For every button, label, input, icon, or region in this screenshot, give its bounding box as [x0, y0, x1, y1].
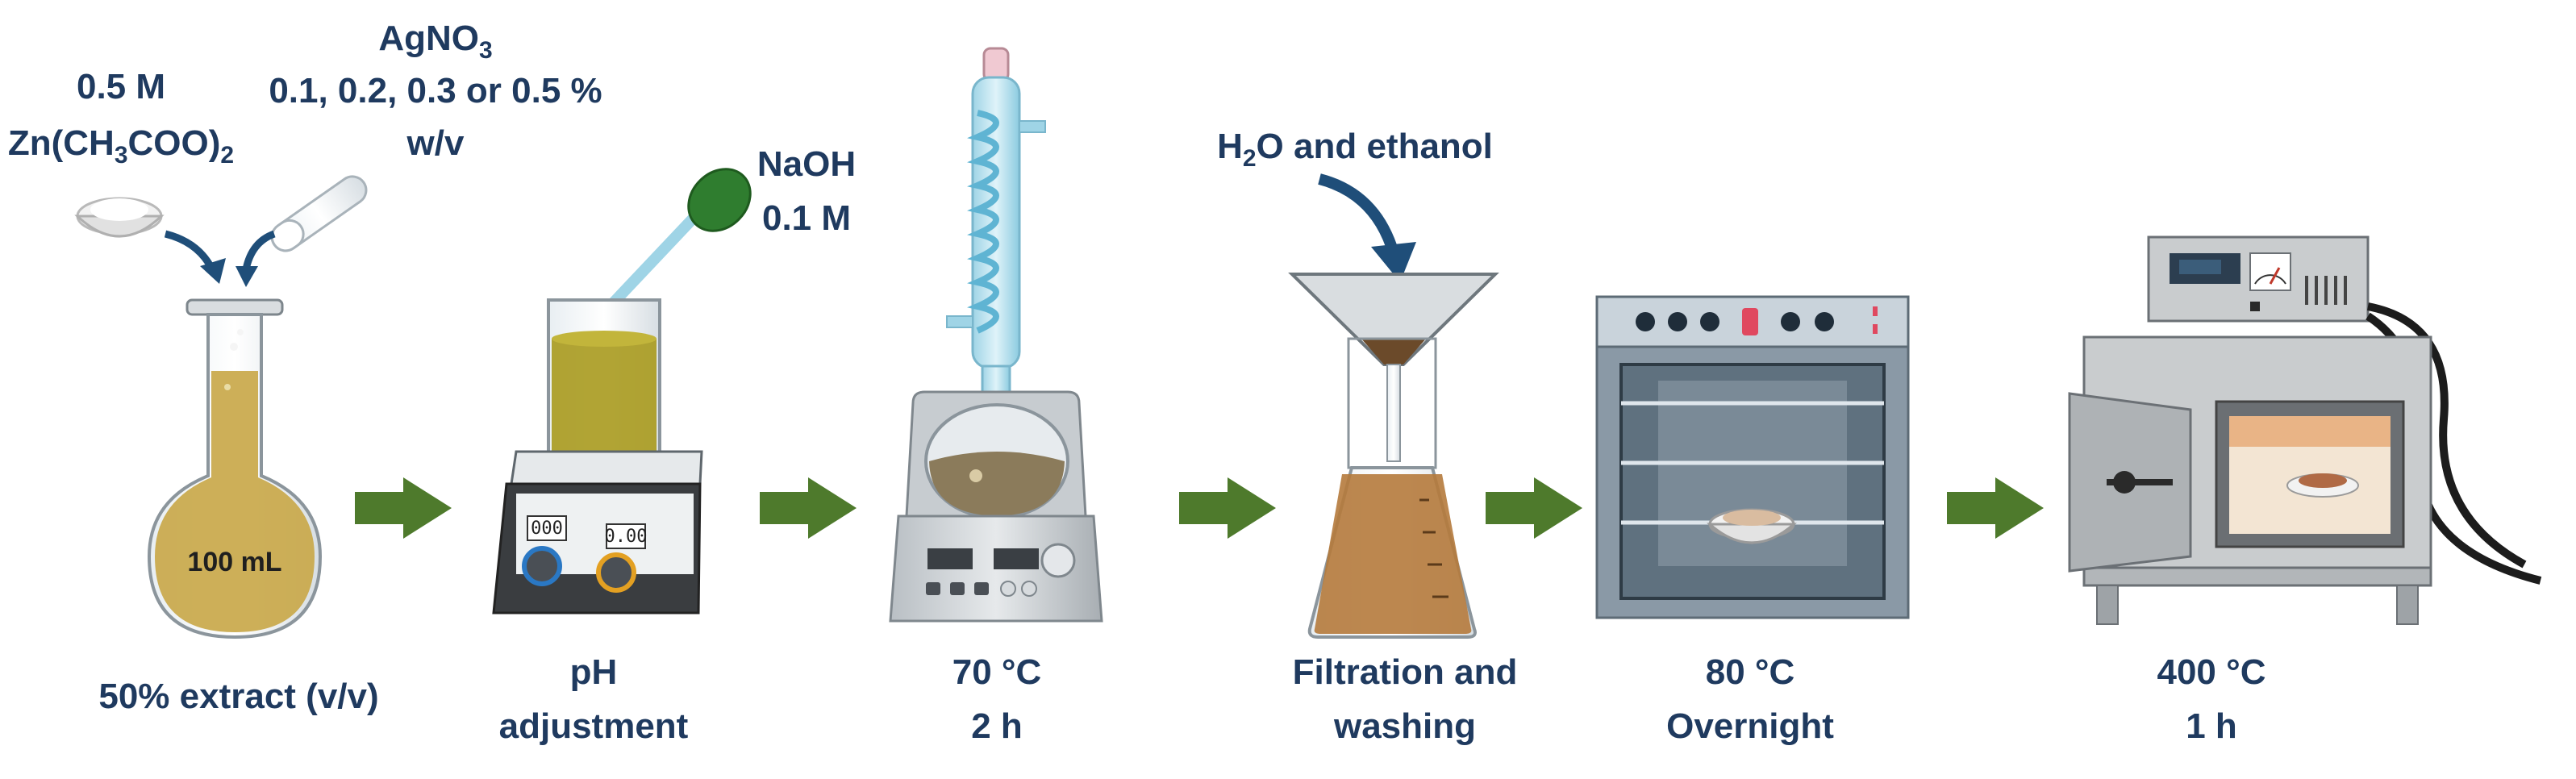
powder-dish-icon: [74, 197, 165, 238]
arrowhead-icon: [1371, 242, 1416, 282]
process-arrow-icon: [1486, 477, 1582, 539]
hotplate-temp-display: 000: [531, 519, 563, 539]
flask-volume-label: 100 mL: [187, 547, 281, 577]
step-6-caption-line1: 400 °C: [2157, 652, 2265, 692]
hotplate-stirrer-icon: 000 0.00: [492, 450, 703, 614]
erlenmeyer-flask-icon: [1307, 337, 1477, 639]
step-2-caption-line2: adjustment: [499, 706, 689, 746]
wash-label: H2O and ethanol: [1217, 127, 1493, 172]
funnel-icon: [1288, 273, 1499, 462]
arrowhead-icon: [200, 258, 226, 284]
silver-nitrate-formula: AgNO3: [378, 19, 492, 64]
drying-oven-icon: [1595, 295, 1910, 619]
arrowhead-icon: [236, 266, 258, 287]
wash-solvents: H2O and ethanol: [1217, 127, 1493, 172]
muffle-furnace-icon: [2068, 235, 2542, 625]
naoh-concentration: 0.1 M: [762, 198, 851, 238]
zinc-acetate-formula: Zn(CH3COO)2: [8, 123, 234, 169]
step-5-caption-line2: Overnight: [1666, 706, 1834, 746]
heating-mantle-icon: [889, 390, 1103, 623]
step-1-caption: 50% extract (v/v): [98, 677, 378, 716]
test-tube-icon: [270, 175, 368, 252]
step-6-caption-line2: 1 h: [2186, 706, 2237, 746]
step-5-caption-line1: 80 °C: [1706, 652, 1795, 692]
silver-nitrate-unit: w/v: [406, 123, 465, 163]
curved-arrow-icon: [1318, 173, 1399, 256]
volumetric-flask-icon: 100 mL: [147, 298, 323, 639]
naoh-name: NaOH: [757, 144, 856, 184]
silver-nitrate-options: 0.1, 0.2, 0.3 or 0.5 %: [269, 71, 602, 110]
beaker-icon: [547, 298, 661, 469]
process-arrow-icon: [760, 477, 857, 539]
curved-arrow-icon: [164, 230, 215, 270]
curved-arrow-icon: [242, 230, 276, 271]
process-arrow-icon: [1179, 477, 1276, 539]
reflux-condenser-icon: [946, 47, 1046, 424]
reagent-labels: 0.5 M Zn(CH3COO)2 AgNO3 0.1, 0.2, 0.3 or…: [8, 19, 602, 169]
hotplate-speed-display: 0.00: [605, 527, 648, 547]
zinc-concentration: 0.5 M: [77, 67, 165, 106]
process-arrow-icon: [355, 477, 452, 539]
process-arrow-icon: [1947, 477, 2044, 539]
step-3-caption-line1: 70 °C: [952, 652, 1042, 692]
step-4-caption-line1: Filtration and: [1293, 652, 1518, 692]
step-captions: 50% extract (v/v) pH adjustment 70 °C 2 …: [98, 652, 2265, 746]
naoh-label: NaOH 0.1 M: [757, 144, 856, 238]
step-3-caption-line2: 2 h: [971, 706, 1023, 746]
step-4-caption-line2: washing: [1333, 706, 1476, 746]
step-2-caption-line1: pH: [570, 652, 618, 692]
